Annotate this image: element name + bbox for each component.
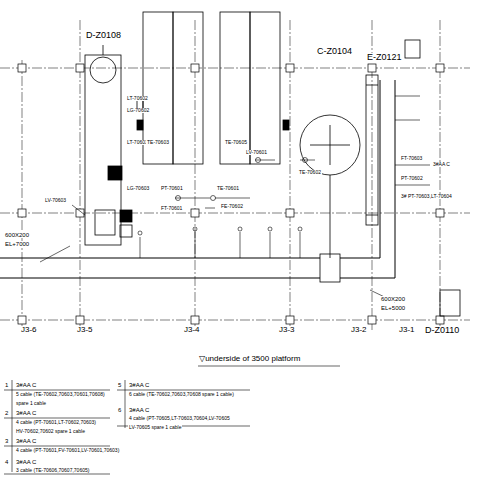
drawing-label: LV-70605 spare 1 cable — [128, 425, 182, 430]
drawing-label: J3-4 — [183, 326, 201, 334]
equipment: C-Z0104 — [300, 115, 360, 175]
drawing-label: 3 — [4, 438, 9, 444]
drawing-label: 5 cable (TE-70602,70603,70601,70608) — [15, 392, 106, 397]
drawing-label: 3#AA C — [128, 382, 150, 388]
drawing-label: TE-70603 — [146, 140, 170, 145]
equipment-tag: D-Z0108 — [85, 31, 122, 40]
drawing-label: 6 — [117, 407, 122, 413]
drawing-label: J3-6 — [20, 326, 38, 334]
drawing-label: 4 — [4, 459, 9, 465]
equipment-tag: E-Z0121 — [366, 53, 403, 62]
drawing-label: FT-70601 — [160, 206, 183, 211]
equipment: D-Z0110 — [424, 326, 463, 337]
equipment: D-Z0108 — [85, 55, 121, 245]
drawing-label: PT-70602 — [400, 176, 424, 181]
drawing-label: LV-70603 — [44, 198, 67, 203]
drawing-label: 3#AA C — [15, 410, 37, 416]
equipment-tag: C-Z0104 — [316, 47, 353, 56]
drawing-label: FT-70603 — [400, 156, 423, 161]
drawing-label: LG-70603 — [126, 186, 150, 191]
equipment: E-Z0121 — [366, 75, 378, 225]
drawing-label: 3#AA C — [15, 459, 37, 465]
drawing-label: TE-70601 — [216, 186, 240, 191]
drawing-label: 600X200 — [380, 296, 406, 302]
drawing-label: 3#AA C — [15, 382, 37, 388]
equipment-tag: D-Z0110 — [424, 326, 460, 335]
drawing-label: EL+5000 — [380, 305, 406, 311]
drawing-label: ▽underside of 3500 platform — [198, 355, 301, 363]
drawing-label: 4 cable (PT-70605,LT-70603,70604,LV-7060… — [128, 416, 231, 421]
drawing-label: 4 cable (PT-70601,FV-70601,LV-70601,7060… — [15, 448, 120, 453]
drawing-label: J3-2 — [350, 326, 368, 334]
drawing-label: LT-70602 — [126, 96, 149, 101]
drawing-label: spare 1 cable — [15, 401, 47, 406]
drawing-label: LG-70602 — [126, 108, 150, 113]
drawing-label: 3 cable (TE-70606,70607,70605) — [15, 468, 90, 473]
drawing-label: 3#AA C — [15, 438, 37, 444]
drawing-label: HV-70602,70602 spare 1 cable — [15, 429, 86, 434]
drawing-label: 3#AA C — [432, 162, 451, 167]
drawing-label: 600X200 — [4, 232, 30, 238]
drawing-label: J3-5 — [76, 326, 94, 334]
drawing-label: 5 — [117, 382, 122, 388]
drawing-label: J3-3 — [278, 326, 296, 334]
drawing-label: 2 — [4, 410, 9, 416]
drawing-label: 1 — [4, 382, 9, 388]
drawing-label: PT-70601 — [160, 186, 184, 191]
drawing-label: 3# PT-70603,LT-70604 — [400, 194, 453, 199]
drawing-label: FE-70602 — [220, 204, 244, 209]
drawing-label: TE-70605 — [224, 140, 248, 145]
drawing-label: 3#AA C — [128, 407, 150, 413]
drawing-label: LV-70601 — [245, 150, 268, 155]
drawing-label: 6 cable (TE-70602,70603,70608 spare 1 ca… — [128, 392, 235, 397]
drawing-label: J3-1 — [398, 326, 416, 334]
drawing-label: 4 cable (PT-70601,LT-70602,70603) — [15, 420, 97, 425]
drawing-label: TE-70602 — [298, 170, 322, 175]
drawing-label: EL+7000 — [4, 241, 30, 247]
